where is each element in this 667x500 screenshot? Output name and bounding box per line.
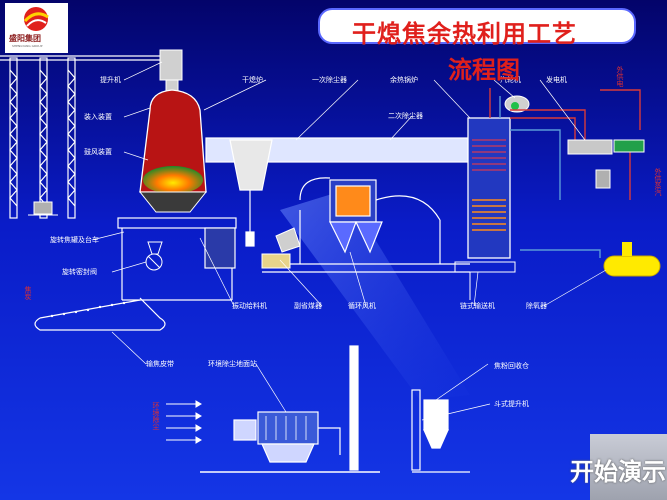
label-vibrating-feeder: 振动给料机 — [232, 301, 267, 310]
coke-belt — [34, 297, 166, 331]
turbine-generator — [567, 139, 645, 189]
primary-duct — [205, 137, 469, 247]
deaerator — [603, 242, 661, 277]
label-chain-conveyor: 链式输送机 — [460, 301, 495, 310]
label-rotary-seal: 旋转密封阀 — [62, 267, 97, 276]
leader-lines — [91, 61, 607, 421]
label-cdq-furnace: 干熄炉 — [242, 75, 263, 84]
company-logo — [5, 3, 68, 53]
label-steam-out: 外供蒸汽 — [654, 167, 662, 196]
env-dust-station — [200, 345, 380, 473]
label-circulation-fan: 循环风机 — [348, 301, 376, 310]
label-env-dust-station: 环境除尘地面站 — [208, 359, 257, 368]
label-generator: 发电机 — [546, 75, 567, 84]
sub-economizer — [261, 227, 301, 269]
chain-conveyor — [454, 261, 516, 300]
label-turbine: 汽轮机 — [500, 75, 521, 84]
furnace-frame — [117, 217, 237, 301]
start-demo-button[interactable]: 开始演示 — [570, 458, 666, 486]
logo-text: 盛阳集团 — [9, 34, 41, 43]
label-secondary-dust: 二次除尘器 — [388, 111, 423, 120]
label-blowing: 鼓风装置 — [84, 147, 112, 156]
logo-mark-icon — [23, 7, 49, 31]
label-power-out: 外供电 — [616, 65, 624, 87]
page-subtitle: 流程图 — [448, 56, 520, 84]
return-duct — [262, 210, 470, 273]
dust-inlet-arrows — [166, 400, 202, 444]
cdq-furnace — [138, 89, 208, 213]
rotary-seal-valve — [145, 241, 163, 271]
page-title: 干熄焦余热利用工艺 — [352, 20, 577, 48]
start-demo-button-bg[interactable] — [590, 434, 667, 500]
label-waste-boiler: 余热锅炉 — [390, 75, 418, 84]
label-primary-dust: 一次除尘器 — [312, 75, 347, 84]
left-tower — [0, 55, 175, 219]
label-sub-economizer: 副省煤器 — [294, 301, 322, 310]
label-coke-tank: 旋转焦罐及台车 — [50, 235, 99, 244]
light-beam — [280, 190, 470, 400]
label-coke-powder-tank: 焦粉回收仓 — [494, 361, 529, 370]
pipes — [489, 88, 641, 258]
label-env-dust-left: 环境除尘 — [152, 402, 160, 430]
label-deaerator: 除氧器 — [526, 301, 547, 310]
title-box — [318, 8, 636, 44]
hoist — [159, 49, 183, 93]
label-hoist: 提升机 — [100, 75, 121, 84]
label-coke-belt: 输焦皮带 — [146, 359, 174, 368]
label-charging: 装入装置 — [84, 112, 112, 121]
coke-tank-car — [28, 201, 58, 216]
label-bucket-elevator: 斗式提升机 — [494, 399, 529, 408]
secondary-dust-collector — [299, 177, 441, 254]
label-coke-side: 焦炭 — [24, 285, 32, 301]
waste-heat-boiler — [467, 95, 530, 259]
logo-subtext: SHENGYANG GROUP — [12, 44, 43, 48]
bucket-elevator — [411, 389, 470, 473]
